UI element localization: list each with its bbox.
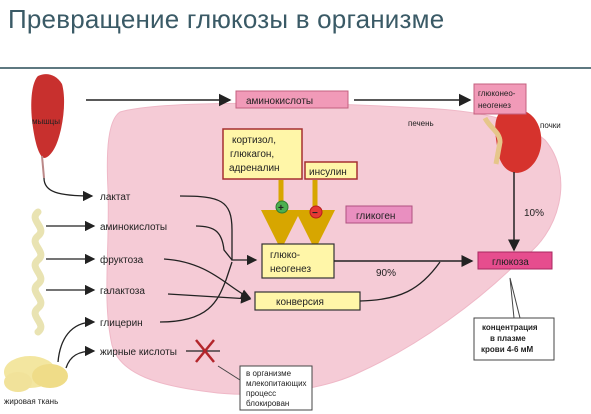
glycogen-label: гликоген bbox=[356, 211, 395, 222]
amino-label: аминокислоты bbox=[100, 222, 167, 233]
intestine-icon bbox=[31, 208, 45, 336]
conversion-to-glucose-line bbox=[359, 261, 441, 302]
adipose-to-glycerol-arrow bbox=[57, 316, 96, 363]
amino-to-gng-line bbox=[195, 225, 233, 261]
adipose-label: жировая ткань bbox=[4, 397, 58, 406]
hormones-box bbox=[222, 128, 303, 180]
gng-liver-box bbox=[261, 243, 335, 279]
glucose-box bbox=[477, 251, 553, 270]
gng-kidney-box bbox=[473, 83, 527, 115]
kidney-label: почки bbox=[540, 121, 561, 130]
gng-kidney-line1: глюконео- bbox=[478, 89, 516, 98]
blocked-note-box bbox=[239, 365, 313, 411]
gng-liver-line1: глюко- bbox=[270, 250, 300, 261]
lactate-label: лактат bbox=[100, 192, 131, 203]
gng-kidney-line2: неогенез bbox=[478, 101, 511, 110]
fructose-label: фруктоза bbox=[100, 254, 144, 266]
concentration-pointer bbox=[509, 277, 521, 319]
liver-label: печень bbox=[408, 119, 434, 128]
blocked-note-line4: блокирован bbox=[246, 399, 289, 408]
minus-icon bbox=[309, 205, 323, 219]
conversion-label: конверсия bbox=[276, 297, 324, 308]
title-divider bbox=[0, 67, 591, 69]
blocked-note-line3: процесс bbox=[246, 389, 276, 398]
amino-top-box bbox=[235, 90, 349, 109]
kidney-icon bbox=[482, 108, 542, 173]
insulin-box bbox=[304, 161, 358, 180]
glucose-label: глюкоза bbox=[492, 257, 529, 268]
fatty-label: жирные кислоты bbox=[100, 347, 177, 358]
hormones-line2: глюкагон, bbox=[230, 149, 274, 160]
adipose-to-fatty-arrow bbox=[65, 345, 96, 369]
blocked-note-pointer bbox=[217, 365, 241, 381]
hormones-line3: адреналин bbox=[229, 163, 280, 174]
concentration-box bbox=[473, 317, 555, 361]
blocked-cross-icon bbox=[195, 339, 215, 363]
minus-sign: − bbox=[312, 208, 318, 219]
glycerol-to-gng-line bbox=[159, 261, 233, 323]
hormones-line1: кортизол, bbox=[232, 135, 276, 146]
glycerol-label: глицерин bbox=[100, 318, 143, 329]
pct90-label: 90% bbox=[376, 268, 396, 279]
muscle-icon bbox=[31, 74, 65, 179]
lactate-to-gng-line bbox=[179, 195, 258, 266]
adipose-tissue-icon bbox=[4, 356, 68, 392]
gng-liver-line2: неогенез bbox=[270, 264, 311, 275]
muscle-to-lactate-arrow bbox=[43, 177, 94, 202]
concentration-line3: крови 4-6 мМ bbox=[481, 345, 534, 354]
plus-icon bbox=[275, 200, 289, 214]
galactose-to-conversion-line bbox=[167, 293, 252, 304]
pct10-label: 10% bbox=[524, 208, 544, 219]
blocked-note-line2: млекопитающих bbox=[246, 379, 307, 388]
amino-top-label: аминокислоты bbox=[246, 96, 313, 107]
blocked-note-line1: в организме bbox=[246, 369, 292, 378]
galactose-label: галактоза bbox=[100, 286, 145, 297]
glycogen-box bbox=[345, 205, 413, 224]
muscle-label: мышцы bbox=[32, 117, 60, 126]
insulin-label: инсулин bbox=[309, 167, 347, 178]
plus-sign: + bbox=[278, 203, 284, 214]
concentration-line1: концентрация bbox=[482, 323, 538, 332]
page-title: Превращение глюкозы в организме bbox=[8, 4, 445, 34]
concentration-line2: в плазме bbox=[490, 334, 526, 343]
